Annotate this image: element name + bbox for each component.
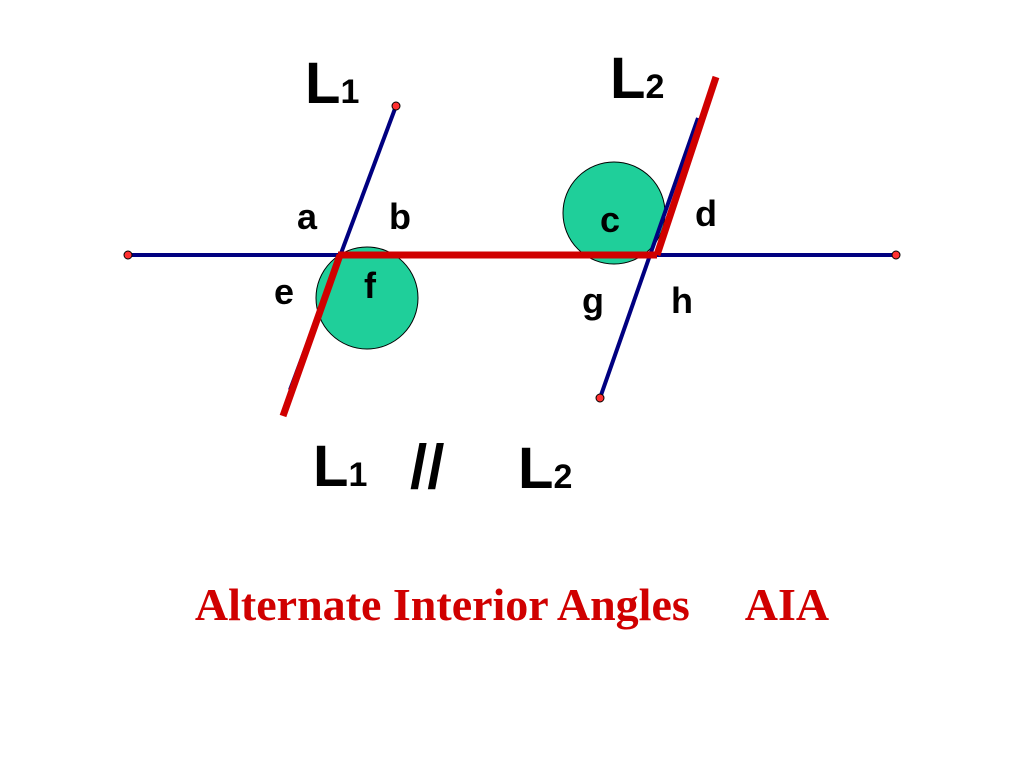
caption: Alternate Interior Angles AIA: [0, 578, 1024, 631]
label-l2-top: L2: [610, 46, 664, 111]
angle-label-c: c: [600, 199, 620, 240]
angle-label-d: d: [695, 193, 717, 234]
l1-highlight-segment: [279, 253, 344, 418]
angle-label-f: f: [364, 265, 377, 306]
angle-f-highlight: [315, 246, 419, 350]
caption-text: Alternate Interior Angles: [194, 579, 690, 630]
angle-label-g: g: [582, 280, 604, 321]
point-l1-top: [391, 101, 401, 111]
point-right: [891, 250, 901, 260]
l2-highlight-segment: [653, 75, 720, 257]
statement-l2: L2: [518, 436, 572, 501]
statement-l1: L1: [313, 434, 367, 499]
angle-label-a: a: [297, 196, 318, 237]
point-left: [123, 250, 133, 260]
label-l1-top: L1: [305, 51, 359, 116]
parallel-symbol: //: [410, 433, 444, 502]
point-l2-bottom: [595, 393, 605, 403]
angle-label-b: b: [389, 196, 411, 237]
angle-label-e: e: [274, 271, 294, 312]
angle-label-h: h: [671, 280, 693, 321]
caption-abbreviation: AIA: [744, 579, 830, 630]
